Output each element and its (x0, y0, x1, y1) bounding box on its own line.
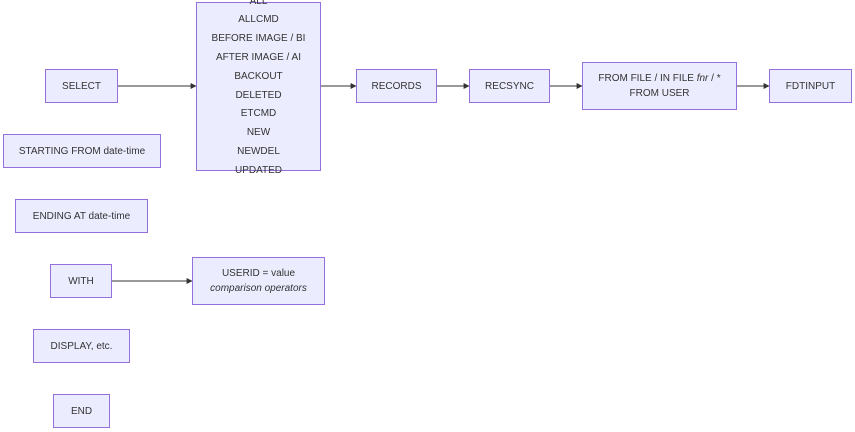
display-label: DISPLAY, etc. (50, 340, 113, 352)
option-all: ALL (249, 0, 268, 7)
with-node: WITH (50, 264, 112, 298)
select-label: SELECT (62, 80, 101, 92)
starting-from-node: STARTING FROM date-time (3, 134, 161, 168)
option-updated: UPDATED (234, 164, 283, 176)
from-file-fnr: fnr (696, 73, 709, 84)
select-node: SELECT (45, 69, 118, 103)
option-allcmd: ALLCMD (238, 14, 279, 26)
option-before-image: BEFORE IMAGE / BI (211, 33, 306, 45)
recsync-node: RECSYNC (469, 69, 550, 103)
option-new: NEW (246, 127, 271, 139)
records-node: RECORDS (356, 69, 437, 103)
fdtinput-node: FDTINPUT (769, 69, 852, 103)
ending-at-node: ENDING AT date-time (15, 199, 148, 233)
display-node: DISPLAY, etc. (33, 329, 130, 363)
from-file-prefix: FROM FILE / IN FILE (598, 73, 694, 84)
records-label: RECORDS (371, 80, 422, 92)
starting-from-label: STARTING FROM date-time (18, 145, 146, 157)
option-backout: BACKOUT (234, 70, 283, 82)
option-after-image: AFTER IMAGE / AI (215, 51, 301, 63)
from-file-line: FROM FILE / IN FILE fnr / * (598, 71, 720, 86)
image-options-node: ALL ALLCMD BEFORE IMAGE / BI AFTER IMAGE… (196, 0, 321, 176)
userid-node: USERID = value comparison operators (192, 257, 325, 305)
from-file-node: FROM FILE / IN FILE fnr / * FROM USER (582, 62, 737, 110)
with-label: WITH (68, 275, 94, 287)
comparison-operators-line: comparison operators (210, 283, 307, 294)
option-deleted: DELETED (235, 89, 282, 101)
from-user-line: FROM USER (629, 88, 690, 99)
userid-line: USERID = value (221, 268, 296, 279)
recsync-label: RECSYNC (485, 80, 534, 92)
option-etcmd: ETCMD (240, 108, 277, 120)
option-newdel: NEWDEL (237, 145, 280, 157)
ending-at-label: ENDING AT date-time (32, 210, 131, 222)
end-node: END (53, 394, 110, 428)
from-file-suffix: / * (711, 73, 721, 84)
end-label: END (70, 405, 93, 417)
fdtinput-label: FDTINPUT (785, 80, 836, 92)
